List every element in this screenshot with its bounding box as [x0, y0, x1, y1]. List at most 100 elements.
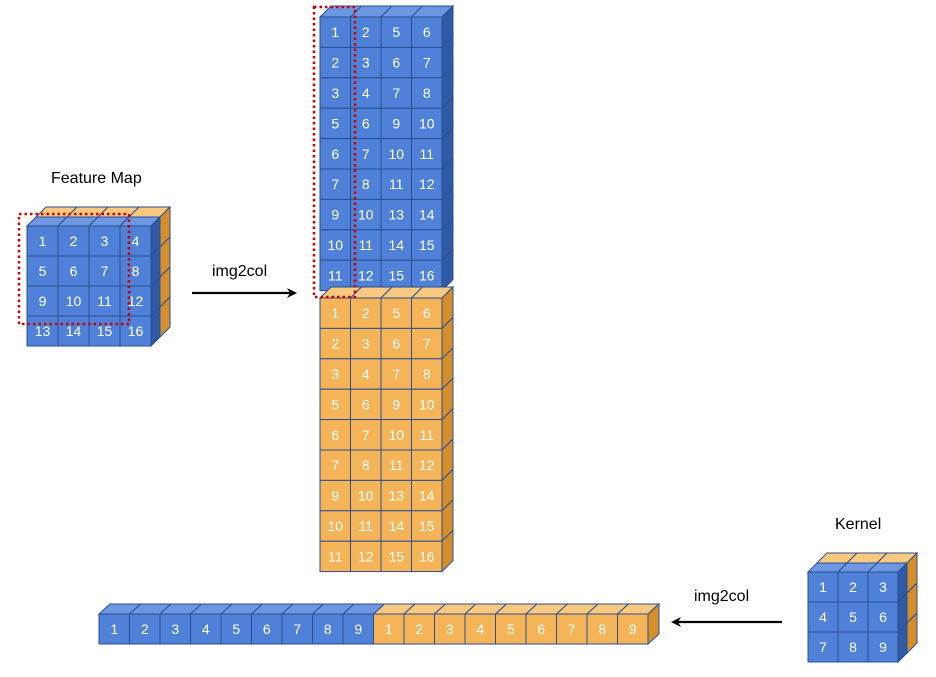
cell-value: 11	[419, 427, 434, 443]
matrix-cell: 4	[118, 215, 162, 258]
cell-value: 11	[419, 146, 434, 162]
cell-front-face	[350, 327, 382, 360]
cell-value: 3	[879, 579, 887, 595]
matrix-cell: 3	[158, 603, 203, 645]
matrix-cell: 6	[319, 419, 351, 451]
cell-value: 10	[419, 115, 435, 131]
matrix-cell: 14	[411, 187, 454, 232]
matrix-cell: 9	[867, 621, 908, 664]
matrix-cell: 13	[380, 198, 412, 231]
cell-value: 7	[101, 263, 109, 279]
cell-front-face	[807, 631, 839, 663]
cell-front-face	[350, 229, 382, 261]
cell-value: 6	[392, 336, 400, 352]
cell-front-face	[411, 327, 443, 360]
highlights	[17, 5, 357, 326]
matrix-cell: 15	[88, 315, 121, 347]
cell-value: 11	[389, 176, 404, 192]
cell-front-face	[380, 388, 412, 421]
cell-front-face	[319, 419, 351, 451]
matrix-cell: 11	[380, 449, 412, 481]
cell-value: 10	[66, 293, 82, 309]
matrix-cell: 2	[402, 603, 447, 645]
cell-front-face	[373, 613, 405, 645]
cell-value: 6	[263, 621, 271, 637]
cell-front-face	[556, 613, 588, 645]
matrix-cell: 2	[319, 327, 351, 360]
img2col-top-label: img2col	[212, 263, 268, 280]
matrix-cell: 9	[26, 285, 59, 317]
cell-value: 7	[293, 621, 301, 637]
cell-value: 9	[331, 488, 339, 504]
cell-value: 6	[423, 24, 431, 40]
matrix-cell: 15	[411, 217, 454, 262]
cell-front-face	[57, 255, 90, 287]
matrix-cell: 10	[411, 95, 454, 140]
matrix-cell: 8	[411, 346, 454, 391]
cell-front-face	[525, 613, 557, 645]
matrix-cell: 15	[380, 259, 412, 292]
column-highlight	[312, 5, 357, 299]
cell-value: 4	[476, 621, 484, 637]
cell-value: 16	[419, 267, 435, 283]
cell-front-face	[119, 315, 152, 347]
matrix-cell: 6	[250, 603, 295, 645]
cell-value: 11	[389, 457, 404, 473]
cell-front-face	[88, 285, 121, 317]
cell-value: 7	[568, 621, 576, 637]
matrix-cell: 3	[319, 358, 351, 390]
cell-value: 10	[327, 237, 343, 253]
matrix-cell: 6	[350, 107, 382, 140]
cell-value: 7	[331, 457, 339, 473]
cell-value: 3	[362, 336, 370, 352]
cell-value: 6	[362, 396, 370, 412]
matrix-cell: 5	[319, 388, 351, 421]
cell-front-face	[319, 297, 351, 329]
cell-value: 6	[423, 305, 431, 321]
cell-value: 14	[419, 207, 435, 223]
matrix-cell: 11	[319, 259, 351, 292]
matrix-cell: 7	[319, 449, 351, 481]
matrix-cell: 7	[411, 35, 454, 80]
matrix-cell: 6	[57, 255, 90, 287]
cell-value: 7	[362, 427, 370, 443]
matrix-cell: 11	[350, 510, 382, 542]
matrix-cell: 1	[372, 603, 417, 645]
matrix-cell: 16	[411, 528, 454, 573]
cell-value: 14	[388, 518, 404, 534]
cell-front-face	[319, 138, 351, 170]
cell-value: 7	[423, 55, 431, 71]
cell-value: 2	[70, 233, 78, 249]
matrix-cell: 5	[26, 255, 59, 287]
matrix-cell: 16	[411, 247, 454, 292]
cell-front-face	[411, 510, 443, 542]
matrix-cell: 12	[411, 156, 454, 201]
cell-front-face	[350, 419, 382, 451]
matrix-cell: 3	[350, 327, 382, 360]
matrix-cell: 9	[319, 198, 351, 231]
cell-front-face	[837, 601, 869, 633]
arrows	[192, 288, 782, 627]
matrix-cell: 7	[280, 603, 325, 645]
matrix-cell: 4	[350, 358, 382, 390]
matrix-cell: 6	[350, 388, 382, 421]
cell-front-face	[350, 107, 382, 140]
cell-front-face	[88, 315, 121, 347]
matrix-cell: 3	[433, 603, 478, 645]
cell-value: 13	[388, 488, 404, 504]
cell-front-face	[411, 168, 443, 200]
cell-front-face	[411, 16, 443, 48]
cell-front-face	[617, 613, 649, 645]
cell-front-face	[342, 613, 374, 645]
matrix-cell: 3	[350, 46, 382, 79]
cell-value: 15	[388, 548, 404, 564]
matrix-cell: 10	[380, 419, 412, 451]
cell-value: 16	[128, 323, 144, 339]
matrix-cell: 6	[410, 285, 455, 330]
cell-front-face	[88, 255, 121, 287]
matrix-cell: 2	[836, 562, 879, 603]
matrix-cell: 7	[380, 77, 412, 109]
matrix-cell: 11	[350, 229, 382, 261]
cell-value: 9	[392, 396, 400, 412]
